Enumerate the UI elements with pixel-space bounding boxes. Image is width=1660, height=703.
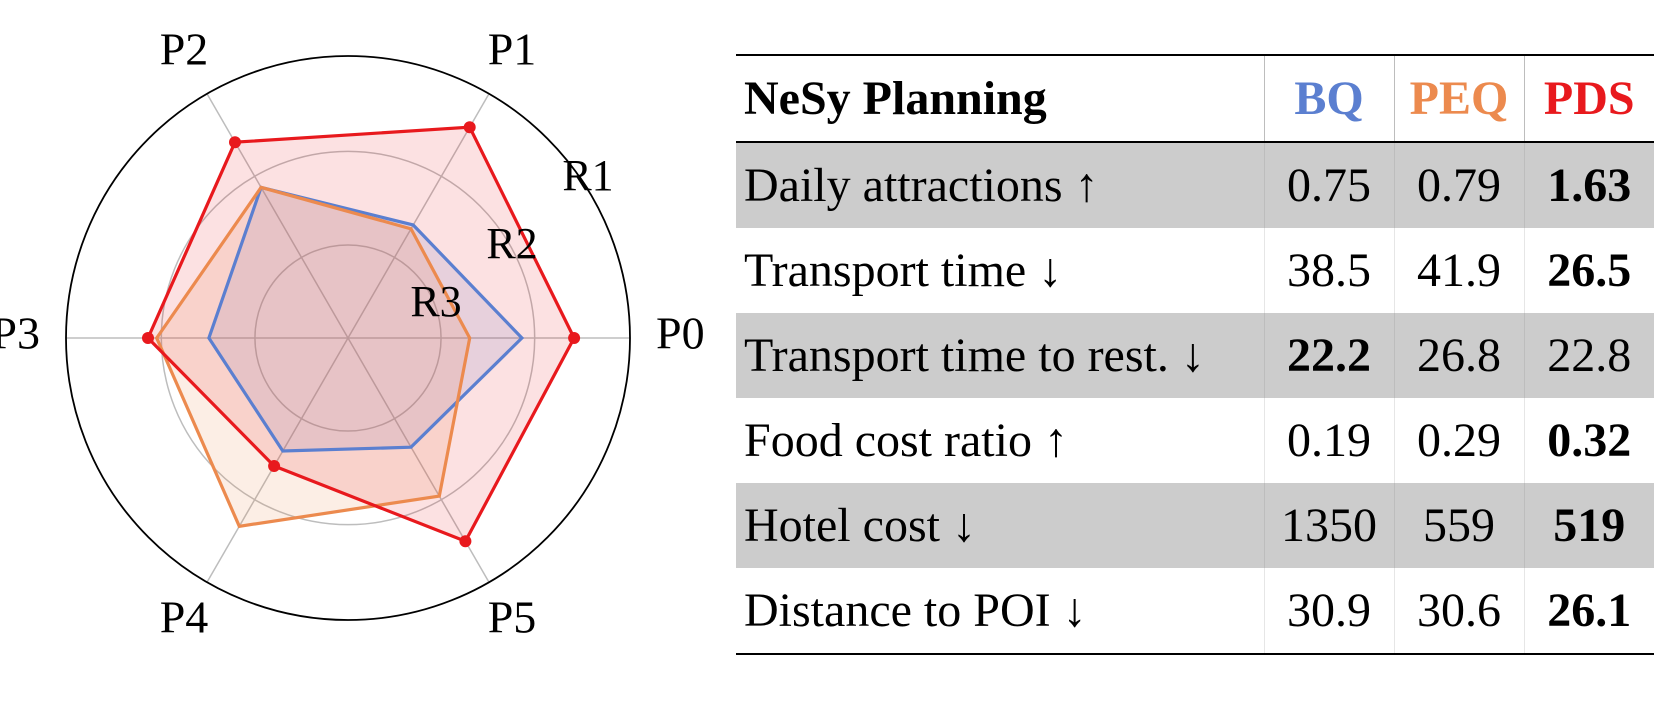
row-label: Hotel cost ↓ xyxy=(736,483,1264,568)
series-fill-pds xyxy=(148,127,575,542)
results-table-container: NeSy Planning BQ PEQ PDS Daily attractio… xyxy=(736,54,1660,655)
cell-pds: 26.5 xyxy=(1523,228,1654,313)
series-fill-peq xyxy=(156,187,470,527)
axis-label: P2 xyxy=(160,23,209,74)
cell-bq: 38.5 xyxy=(1263,228,1394,313)
cell-peq: 30.6 xyxy=(1393,568,1524,654)
axis-spoke xyxy=(206,93,349,339)
cell-peq: 0.79 xyxy=(1393,142,1524,228)
cell-peq: 26.8 xyxy=(1393,313,1524,398)
cell-bq: 0.19 xyxy=(1263,398,1394,483)
ring-label: R1 xyxy=(562,151,613,200)
data-point xyxy=(463,121,476,134)
axis-label: P5 xyxy=(488,592,537,643)
row-label: Daily attractions ↑ xyxy=(736,142,1264,228)
data-point xyxy=(568,332,581,344)
cell-bq: 1350 xyxy=(1263,483,1394,568)
axis-label: P1 xyxy=(488,23,537,74)
data-point xyxy=(459,535,472,548)
data-point xyxy=(142,332,154,344)
row-label: Food cost ratio ↑ xyxy=(744,414,1068,467)
cell-pds: 26.1 xyxy=(1523,568,1654,654)
cell-pds: 1.63 xyxy=(1523,142,1654,228)
ring-label: R2 xyxy=(486,219,537,268)
axis-label: P4 xyxy=(160,592,209,643)
cell-pds: 519 xyxy=(1523,483,1654,568)
table-header-row: NeSy Planning BQ PEQ PDS xyxy=(736,55,1654,142)
axis-spoke xyxy=(347,93,490,339)
axis-label: P3 xyxy=(0,308,40,359)
axis-label: P0 xyxy=(656,308,705,359)
header-task: NeSy Planning xyxy=(744,72,1047,125)
header-peq: PEQ xyxy=(1393,55,1524,142)
data-point xyxy=(229,136,241,149)
row-label: Transport time to rest. ↓ xyxy=(736,313,1264,398)
cell-bq: 22.2 xyxy=(1263,313,1394,398)
header-bq: BQ xyxy=(1263,55,1394,142)
row-label: Transport time ↓ xyxy=(744,244,1063,297)
cell-bq: 0.75 xyxy=(1263,142,1394,228)
ring-label: R3 xyxy=(410,277,461,326)
row-label: Distance to POI ↓ xyxy=(744,584,1087,637)
header-pds: PDS xyxy=(1523,55,1654,142)
results-table: NeSy Planning BQ PEQ PDS Daily attractio… xyxy=(736,54,1654,655)
series-line-bq xyxy=(207,185,525,453)
cell-peq: 0.29 xyxy=(1393,398,1524,483)
cell-pds: 0.32 xyxy=(1523,398,1654,483)
cell-bq: 30.9 xyxy=(1263,568,1394,654)
cell-peq: 559 xyxy=(1393,483,1524,568)
axis-spoke xyxy=(206,337,349,583)
cell-peq: 41.9 xyxy=(1393,228,1524,313)
data-point xyxy=(268,460,281,472)
outer-ring xyxy=(65,55,631,621)
series-line-peq xyxy=(154,185,472,529)
series-fill-bq xyxy=(208,187,522,451)
cell-pds: 22.8 xyxy=(1523,313,1654,398)
